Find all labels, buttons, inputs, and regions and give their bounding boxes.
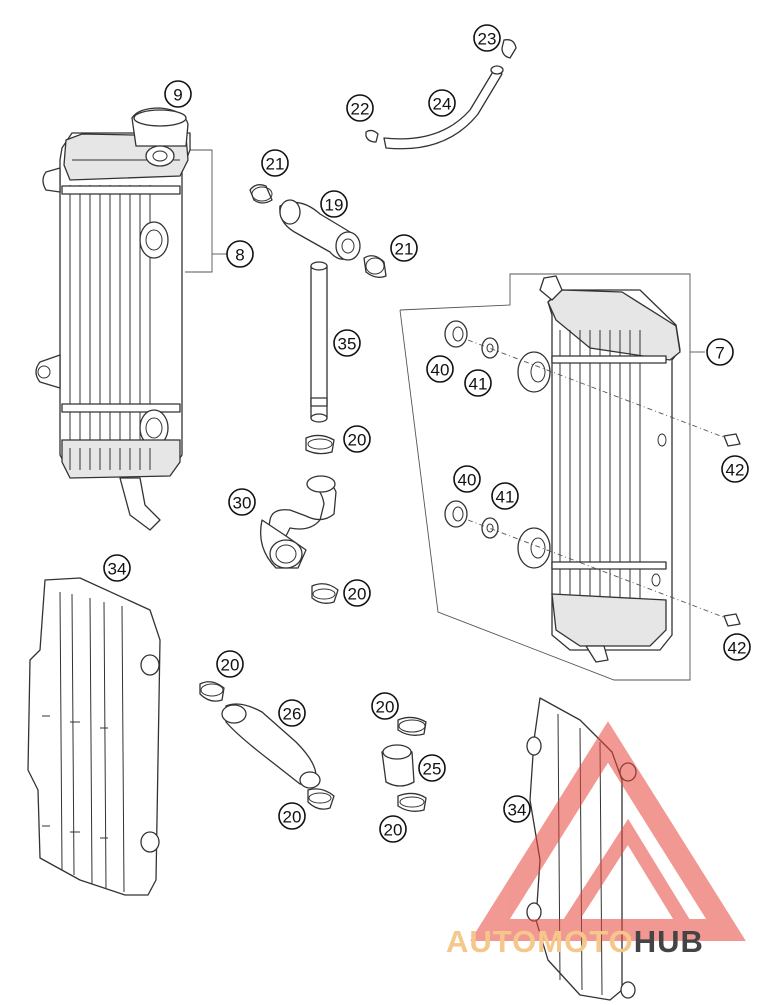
callout-c9: 9 [164,80,192,108]
callout-circle [706,338,734,366]
callout-label: 24 [433,95,452,114]
callout-c34b: 34 [503,795,531,823]
callout-c21b: 21 [390,234,418,262]
callout-c40a: 40 [426,355,454,383]
callout-label: 23 [478,30,497,49]
callout-label: 22 [351,100,370,119]
callout-circle [226,240,254,268]
callout-circle [343,579,371,607]
callout-label: 42 [728,639,747,658]
callout-label: 20 [384,821,403,840]
callout-circle [418,754,446,782]
callout-circle [228,488,256,516]
callout-c24: 24 [428,89,456,117]
callout-c34a: 34 [103,554,131,582]
callout-label: 25 [423,760,442,779]
callout-label: 20 [348,431,367,450]
callout-circle [261,149,289,177]
callout-c23: 23 [473,24,501,52]
callout-layer: 9 8 23 22 24 21 19 21 35 20 30 20 7 40 41 42 40 41 42 34 20 2… [103,24,751,843]
callout-circle [426,355,454,383]
watermark-text: AUTOMOTOHUB [446,924,704,959]
callout-c40b: 40 [453,465,481,493]
callout-circle [464,369,492,397]
callout-c21a: 21 [261,149,289,177]
callout-c41a: 41 [464,369,492,397]
callout-c22: 22 [346,94,374,122]
watermark-logo-icon [470,721,746,941]
hose-30 [259,434,339,604]
callout-label: 19 [325,196,344,215]
callout-c20e: 20 [371,692,399,720]
callout-circle [103,554,131,582]
callout-label: 41 [496,488,515,507]
callout-label: 40 [431,361,450,380]
callout-circle [473,24,501,52]
callout-circle [379,815,407,843]
callout-c7: 7 [706,338,734,366]
callout-circle [278,802,306,830]
callout-circle [503,795,531,823]
breather-hose [365,39,517,150]
watermark-text-part1: AUTOMOTO [446,924,634,959]
callout-label: 21 [395,240,414,259]
hose-25 [381,716,427,812]
callout-c20d: 20 [278,802,306,830]
callout-c30: 30 [228,488,256,516]
watermark-text-part2: HUB [634,924,704,959]
callout-c25: 25 [418,754,446,782]
left-radiator [35,107,227,531]
callout-label: 20 [283,808,302,827]
callout-label: 9 [173,86,182,105]
callout-circle [428,89,456,117]
automotohub-watermark: AUTOMOTOHUB [446,721,746,959]
callout-c26: 26 [278,699,306,727]
callout-circle [216,650,244,678]
callout-circle [346,94,374,122]
callout-c20b: 20 [343,579,371,607]
callout-label: 20 [221,656,240,675]
callout-c35: 35 [333,329,361,357]
callout-circle [491,482,519,510]
callout-label: 34 [508,801,527,820]
callout-circle [333,329,361,357]
left-shroud [27,577,161,896]
callout-label: 26 [283,705,302,724]
callout-label: 40 [458,471,477,490]
callout-label: 30 [233,494,252,513]
callout-label: 20 [376,698,395,717]
callout-label: 8 [235,246,244,265]
right-radiator-group [399,273,741,681]
callout-c42a: 42 [721,455,749,483]
callout-c20f: 20 [379,815,407,843]
callout-label: 7 [715,344,724,363]
callout-circle [390,234,418,262]
callout-circle [343,425,371,453]
callout-label: 34 [108,560,127,579]
callout-c41b: 41 [491,482,519,510]
callout-c20c: 20 [216,650,244,678]
callout-circle [453,465,481,493]
upper-hose-assembly [249,184,387,278]
callout-circle [320,190,348,218]
callout-label: 41 [469,375,488,394]
callout-circle [723,633,751,661]
hose-26 [199,681,335,810]
callout-label: 20 [348,585,367,604]
callout-label: 21 [266,155,285,174]
callout-circle [371,692,399,720]
coolant-pipe [310,261,328,423]
callout-label: 35 [338,335,357,354]
callout-circle [278,699,306,727]
callout-c19: 19 [320,190,348,218]
callout-c20a: 20 [343,425,371,453]
callout-c42b: 42 [723,633,751,661]
callout-circle [164,80,192,108]
callout-label: 42 [726,461,745,480]
callout-circle [721,455,749,483]
callout-c8: 8 [226,240,254,268]
